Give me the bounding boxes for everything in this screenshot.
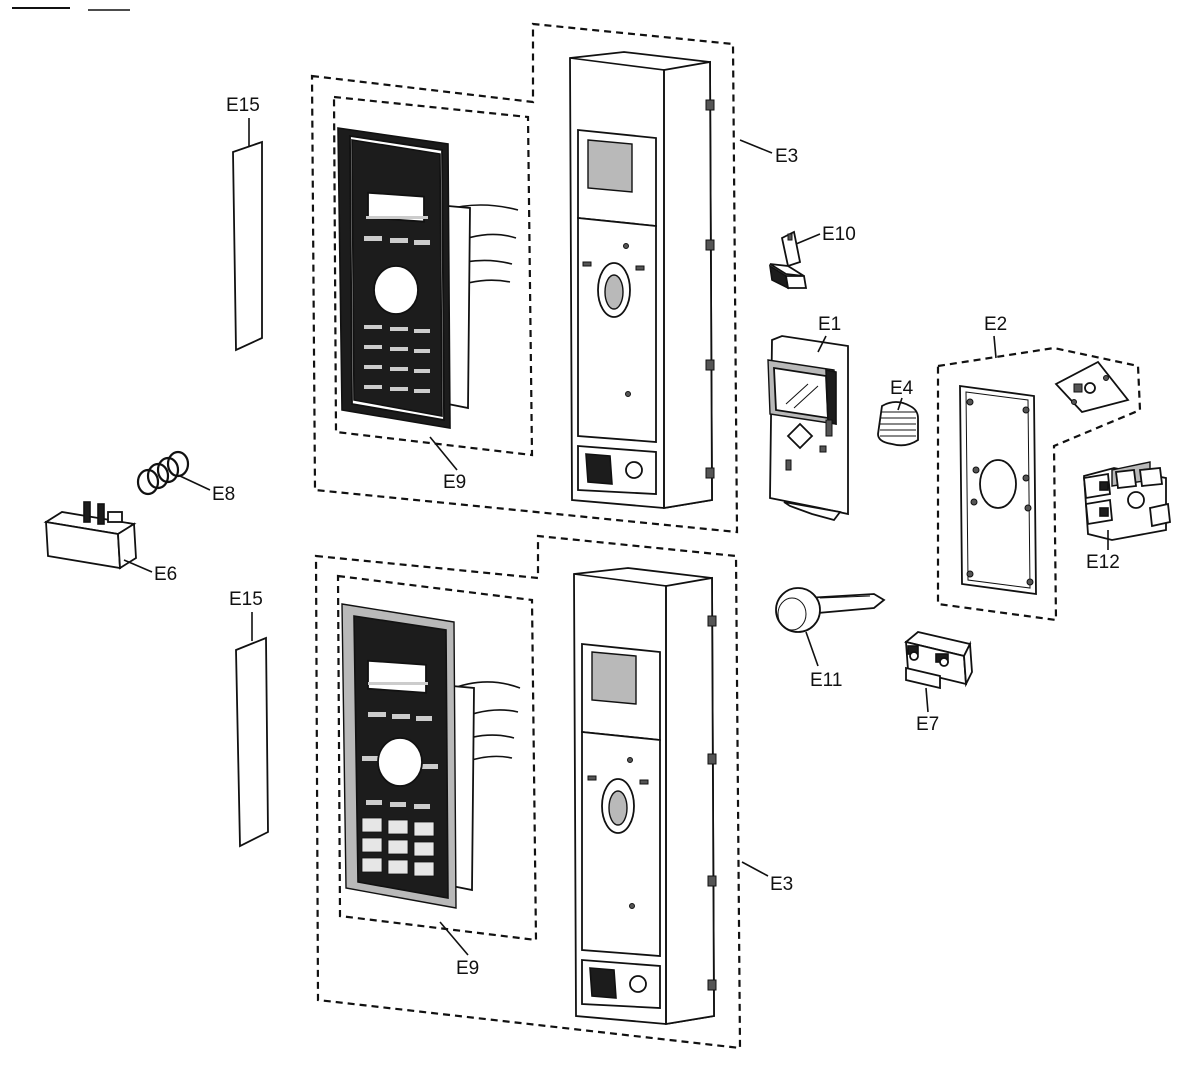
label-e15-top: E15	[226, 95, 260, 116]
label-e15-bottom: E15	[229, 589, 263, 610]
leader-e1	[817, 335, 827, 353]
leader-e10	[795, 233, 821, 245]
leader-e6	[123, 559, 153, 573]
label-e3-bottom: E3	[770, 874, 793, 895]
boundary-e2	[936, 346, 1142, 622]
label-e10: E10	[822, 224, 856, 245]
control-panel-bottom	[341, 603, 521, 909]
boundary-e3-top	[310, 22, 739, 534]
label-e12: E12	[1086, 552, 1120, 573]
label-e1: E1	[818, 314, 841, 335]
leader-e3-bottom	[741, 861, 769, 877]
label-e8: E8	[212, 484, 235, 505]
label-e7: E7	[916, 714, 939, 735]
label-e6: E6	[154, 564, 177, 585]
boundary-e9-bottom	[336, 574, 538, 942]
part-e11-knob	[775, 587, 886, 633]
label-e9-top: E9	[443, 472, 466, 493]
part-e7-latch	[904, 631, 973, 690]
leader-e2	[993, 335, 997, 359]
label-e11: E11	[810, 670, 842, 691]
leader-e3-top	[739, 139, 773, 154]
part-e10-bracket	[768, 230, 808, 290]
part-e8-spring	[136, 450, 190, 496]
label-e2: E2	[984, 314, 1007, 335]
part-e15-bottom	[235, 636, 269, 848]
part-e2-plate	[959, 384, 1037, 596]
corner-marks	[12, 7, 130, 11]
leader-e4	[897, 397, 903, 411]
label-e3-top: E3	[775, 146, 798, 167]
door-frame-bottom	[573, 567, 717, 1026]
leader-e9-top	[429, 436, 458, 471]
leader-e7	[925, 687, 929, 713]
part-e1-pcb	[767, 335, 849, 522]
leader-e8	[179, 475, 211, 491]
leader-e9-bottom	[439, 921, 469, 956]
part-e2-switch-plate	[1054, 360, 1130, 414]
leader-e11	[805, 631, 819, 667]
part-e6-button	[43, 501, 137, 570]
label-e9-bottom: E9	[456, 958, 479, 979]
control-panel-top	[337, 127, 519, 429]
label-e4: E4	[890, 378, 914, 399]
boundary-e3-bottom	[314, 534, 742, 1050]
door-frame-top	[569, 51, 715, 510]
part-e15-top	[232, 140, 263, 352]
boundary-e9-top	[332, 95, 534, 457]
part-e12-switches	[1083, 461, 1171, 541]
part-e4-cable	[877, 401, 919, 447]
